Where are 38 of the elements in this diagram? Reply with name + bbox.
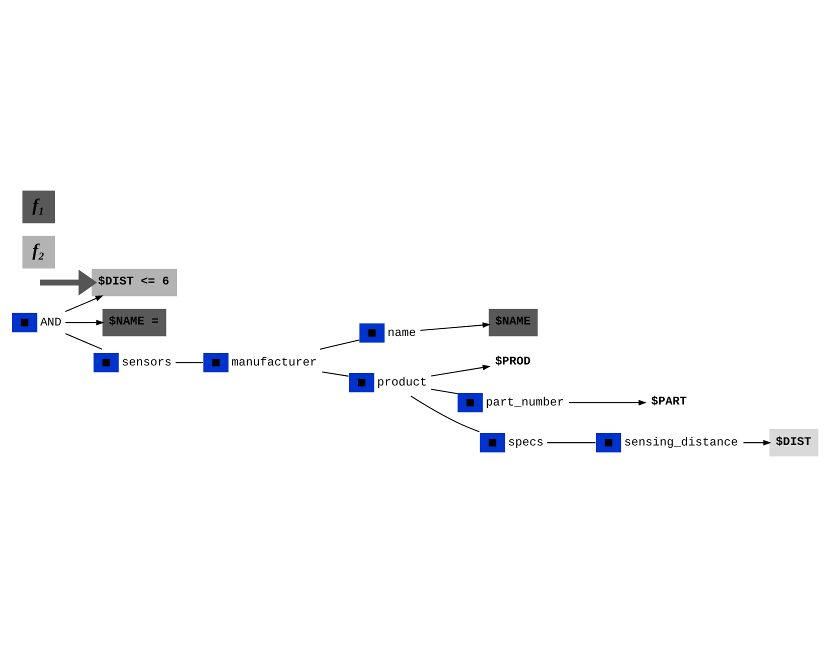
connector <box>320 338 360 350</box>
node-box: $NAME <box>488 308 538 336</box>
node-label: name <box>388 325 416 340</box>
connector <box>547 442 596 443</box>
arrow <box>40 269 98 295</box>
node-box <box>203 352 229 372</box>
node-label: manufacturer <box>231 354 317 369</box>
connector <box>65 332 102 350</box>
node-box: $DIST <box>769 428 818 456</box>
node-box <box>349 372 374 392</box>
node-box: f₁ <box>22 190 56 223</box>
node-box: $NAME = <box>102 308 166 336</box>
arrow <box>431 364 491 376</box>
node-label: part_number <box>486 394 564 409</box>
connector <box>322 370 349 376</box>
arrow <box>65 294 104 312</box>
connector <box>176 362 204 363</box>
arrow <box>65 319 104 325</box>
node-box: f₂ <box>22 235 56 268</box>
node-box: $DIST <= 6 <box>92 268 177 296</box>
node-label: specs <box>508 435 544 450</box>
node-text: $PROD <box>495 354 531 368</box>
arrow <box>743 439 772 445</box>
node-label: AND <box>40 314 62 329</box>
node-box <box>458 392 483 412</box>
connector <box>431 388 458 394</box>
connector <box>410 395 480 432</box>
node-box <box>359 322 385 342</box>
node-box <box>12 312 38 332</box>
node-box <box>94 352 119 372</box>
arrow <box>568 399 647 405</box>
node-label: product <box>377 374 428 389</box>
node-text: $PART <box>651 394 687 408</box>
node-box <box>480 432 506 452</box>
node-label: sensors <box>122 354 172 369</box>
node-label: sensing_distance <box>624 435 738 450</box>
node-box <box>596 432 622 452</box>
arrow <box>420 322 491 330</box>
